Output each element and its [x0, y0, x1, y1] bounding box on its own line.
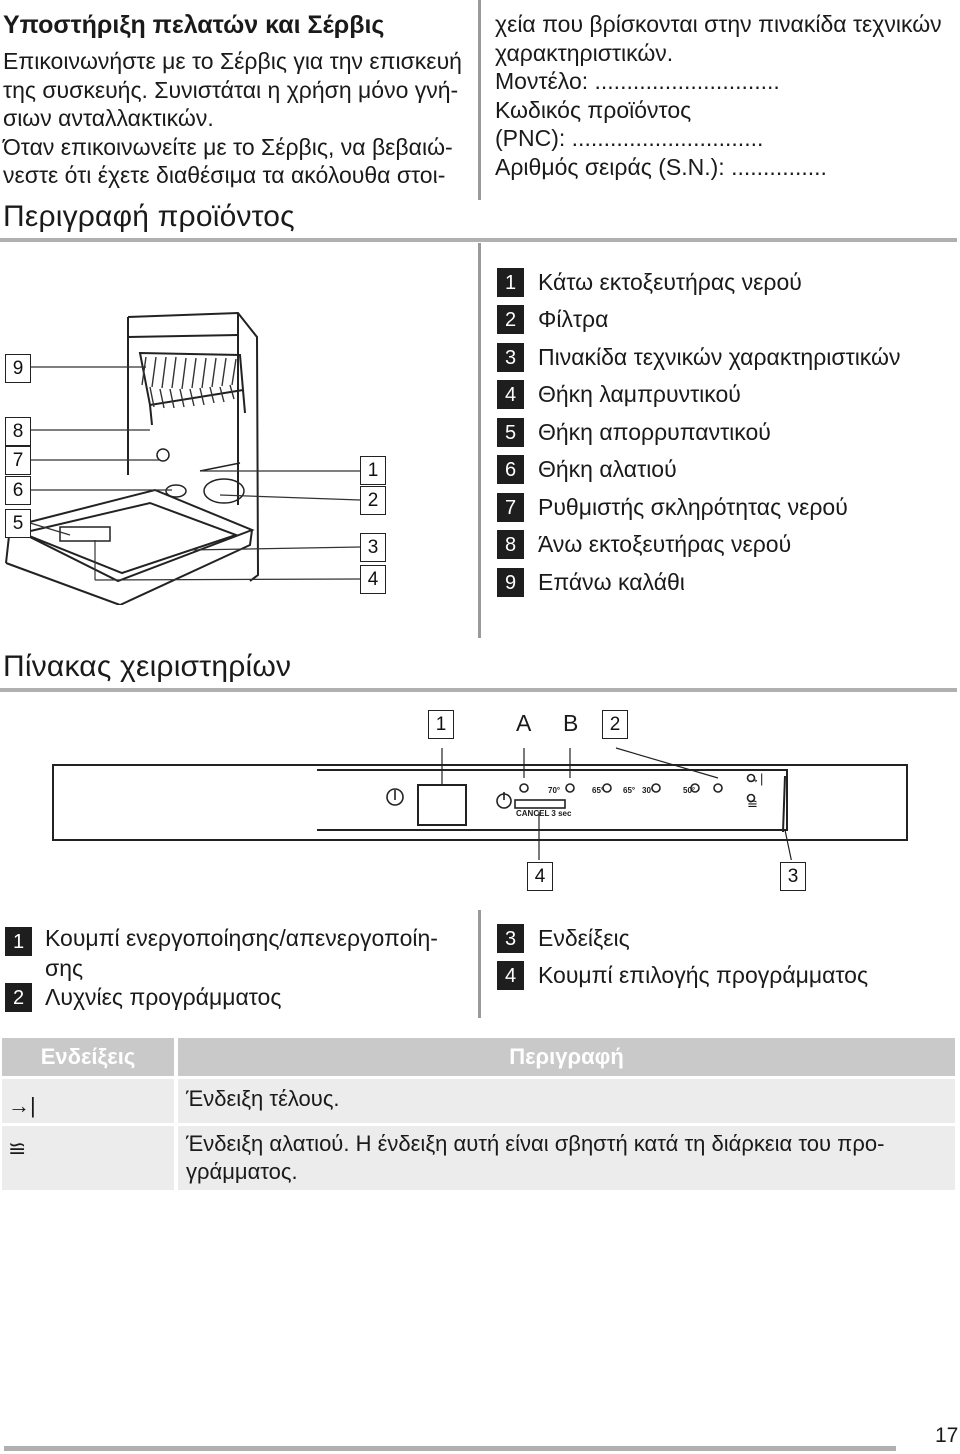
panel-callout-4: 4	[527, 862, 553, 891]
callout-1: 1	[360, 456, 386, 485]
service-text-right: χεία που βρίσκονται στην πινακίδα τεχνικ…	[495, 11, 942, 180]
callout-5: 5	[5, 509, 31, 538]
panel-callout-3: 3	[780, 862, 806, 891]
column-divider	[478, 0, 481, 200]
table-cell-text: Ένδειξη τέλους.	[178, 1076, 955, 1123]
table-header: Ενδείξεις	[2, 1038, 178, 1076]
column-divider-2	[478, 243, 481, 638]
temp-label: 30'	[642, 786, 653, 795]
temp-label: 70°	[548, 786, 561, 795]
table-cell-text: Ένδειξη αλατιού. Η ένδειξη αυτή είναι σβ…	[178, 1123, 955, 1190]
panel-callout-b: B	[563, 710, 579, 736]
footer-rule	[4, 1446, 896, 1451]
temp-label: 65°	[592, 786, 605, 795]
cancel-label: CANCEL 3 sec	[516, 809, 572, 818]
dishwasher-illustration	[5, 311, 361, 605]
table-header-row: Ενδείξεις Περιγραφή	[2, 1038, 955, 1076]
product-title: Περιγραφή προϊόντος	[3, 200, 295, 233]
table-header: Περιγραφή	[178, 1038, 955, 1076]
temp-label: 65°	[623, 786, 636, 795]
control-panel-title: Πίνακας χειριστηρίων	[3, 650, 292, 683]
panel-legend-item: 1 Κουμπί ενεργοποίησης/απενεργοποίη- σης	[5, 923, 438, 983]
salt-indicator-icon: ≌	[747, 796, 758, 811]
table-cell-icon: ≌	[2, 1123, 178, 1190]
table-row: →| Ένδειξη τέλους.	[2, 1076, 955, 1123]
callout-4: 4	[360, 565, 386, 594]
service-title: Υποστήριξη πελατών και Σέρβις	[3, 11, 385, 39]
callout-2: 2	[360, 486, 386, 515]
callout-8: 8	[5, 417, 31, 446]
table-cell-icon: →|	[2, 1076, 178, 1123]
column-divider-3	[478, 910, 481, 1018]
section-rule	[0, 238, 957, 242]
salt-indicator-icon: ≌	[8, 1136, 27, 1161]
panel-callout-2: 2	[602, 710, 628, 739]
callout-6: 6	[5, 476, 31, 505]
temp-label: 50°	[683, 786, 696, 795]
panel-callout-1: 1	[428, 710, 454, 739]
indicators-table: Ενδείξεις Περιγραφή →| Ένδειξη τέλους. ≌…	[2, 1038, 955, 1190]
panel-callout-a: A	[516, 710, 532, 736]
section-rule	[0, 688, 957, 692]
end-indicator-icon: →|	[747, 771, 764, 786]
page-number: 17	[935, 1424, 959, 1447]
callout-3: 3	[360, 533, 386, 562]
callout-9: 9	[5, 354, 31, 383]
panel-legend-item: 2 Λυχνίες προγράμματος	[5, 983, 281, 1012]
control-panel-drawing	[52, 747, 908, 860]
end-indicator-icon: →|	[8, 1093, 36, 1118]
callout-7: 7	[5, 446, 31, 475]
table-row: ≌ Ένδειξη αλατιού. Η ένδειξη αυτή είναι …	[2, 1123, 955, 1190]
service-text: Επικοινωνήστε με το Σέρβις για την επισκ…	[3, 48, 462, 188]
